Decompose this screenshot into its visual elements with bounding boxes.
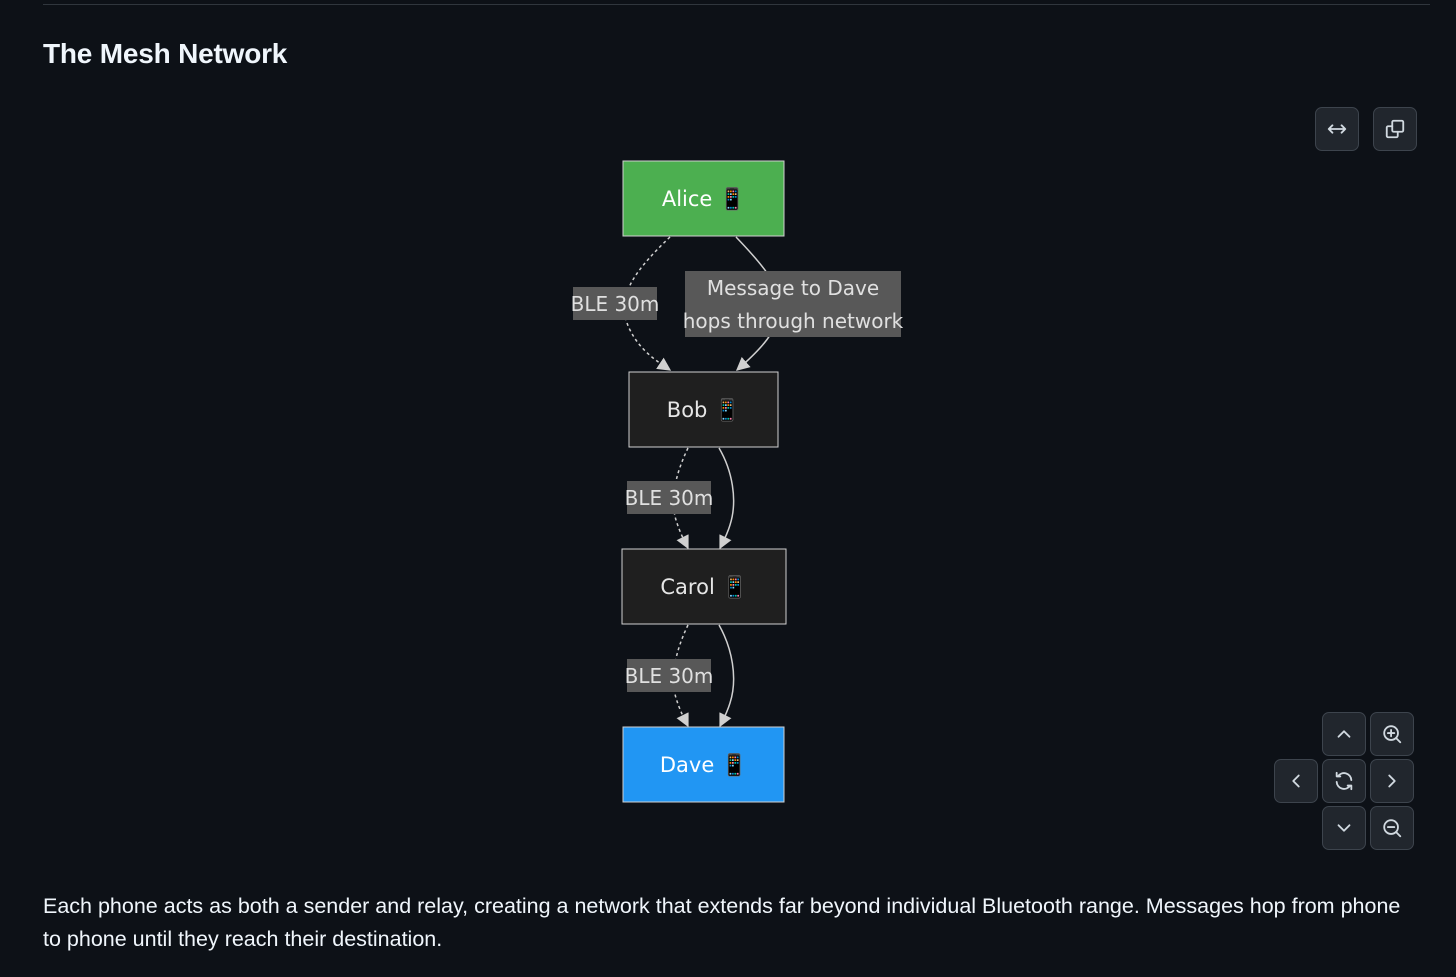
node-alice: Alice 📱 — [622, 160, 785, 237]
pan-left-button[interactable] — [1274, 759, 1318, 803]
chevron-up-icon — [1337, 730, 1351, 738]
node-carol-label: Carol 📱 — [660, 574, 747, 599]
edge-label-line-1: Message to Dave — [707, 276, 879, 300]
copy-button[interactable] — [1373, 107, 1417, 151]
edge-label-carol-dave-ble: BLE 30m — [625, 659, 714, 692]
edge-carol-dave-relay — [718, 624, 735, 728]
node-carol: Carol 📱 — [621, 548, 787, 625]
zoom-out-button[interactable] — [1370, 806, 1414, 850]
diagram-caption: Each phone acts as both a sender and rel… — [43, 894, 1401, 951]
zoom-in-icon — [1383, 725, 1402, 744]
edge-label-alice-bob-message: Message to Dave hops through network — [683, 271, 904, 337]
node-alice-label: Alice 📱 — [662, 186, 745, 211]
node-bob-label: Bob 📱 — [667, 397, 740, 422]
zoom-in-button[interactable] — [1370, 712, 1414, 756]
edge-label-bob-carol-ble: BLE 30m — [625, 481, 714, 514]
edge-label-text: BLE 30m — [571, 292, 660, 316]
node-dave: Dave 📱 — [622, 726, 785, 803]
chevron-right-icon — [1388, 774, 1396, 788]
edge-alice-bob-ble — [623, 236, 672, 371]
edge-label-line-2: hops through network — [683, 309, 904, 333]
section-title: The Mesh Network — [43, 38, 288, 69]
pan-down-button[interactable] — [1322, 806, 1366, 850]
fit-width-button[interactable] — [1315, 107, 1359, 151]
edge-bob-carol-ble — [672, 447, 689, 550]
node-bob: Bob 📱 — [628, 371, 779, 448]
edge-label-text: BLE 30m — [625, 486, 714, 510]
edge-bob-carol-relay — [718, 447, 735, 550]
pan-right-button[interactable] — [1370, 759, 1414, 803]
edge-carol-dave-ble — [672, 624, 689, 728]
pan-up-button[interactable] — [1322, 712, 1366, 756]
edge-label-text: BLE 30m — [625, 664, 714, 688]
top-divider — [43, 4, 1430, 5]
edge-label-alice-bob-ble: BLE 30m — [571, 287, 660, 320]
reset-view-button[interactable] — [1322, 759, 1366, 803]
chevron-down-icon — [1337, 824, 1351, 832]
node-dave-label: Dave 📱 — [660, 752, 747, 777]
zoom-out-icon — [1383, 819, 1402, 838]
arrows-horizontal-icon — [1327, 124, 1347, 134]
refresh-icon — [1335, 771, 1353, 791]
chevron-left-icon — [1292, 774, 1300, 788]
copy-icon — [1385, 119, 1405, 139]
